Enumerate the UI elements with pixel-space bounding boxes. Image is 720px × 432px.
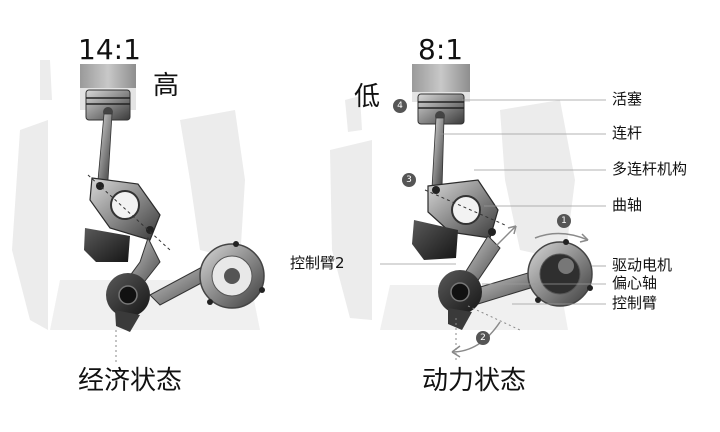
left-state-label: 经济状态 [78, 366, 183, 396]
label-piston: 活塞 [612, 90, 643, 108]
left-connecting-rod [97, 113, 113, 181]
right-counterweight [412, 220, 458, 260]
step-badge-2: 2 [476, 331, 490, 345]
left-drive-motor [199, 241, 265, 309]
step-badge-1: 1 [557, 214, 571, 228]
link-direction-arrow [495, 225, 517, 247]
label-control-arm: 控制臂 [612, 294, 658, 312]
step-badge-3: 3 [402, 173, 416, 187]
label-crankshaft: 曲轴 [612, 196, 643, 214]
leader-lines [380, 99, 606, 305]
left-eccentric-shaft [106, 273, 150, 332]
left-multi-link [87, 174, 171, 251]
right-compression-ratio: 8:1 [418, 33, 464, 66]
left-compression-ratio: 14:1 [78, 33, 141, 66]
label-eccentric-shaft: 偏心轴 [612, 274, 658, 292]
label-drive-motor: 驱动电机 [612, 256, 673, 274]
left-counterweight [84, 228, 130, 262]
left-engine-ghost [12, 60, 260, 330]
right-connecting-rod [431, 117, 445, 189]
right-eccentric-shaft [438, 270, 482, 330]
right-multi-link [424, 179, 506, 239]
right-engine-ghost [330, 96, 575, 330]
motor-rotation-arrow [534, 232, 589, 241]
eccentric-rotation-arrow [451, 321, 501, 353]
right-state-label: 动力状态 [422, 366, 527, 396]
label-connecting-rod: 连杆 [612, 124, 643, 142]
label-multi-link: 多连杆机构 [612, 160, 688, 178]
left-level-label: 高 [153, 71, 180, 101]
rotation-arrows [451, 225, 589, 358]
right-level-label: 低 [354, 82, 381, 112]
step-badge-4: 4 [393, 99, 407, 113]
label-control-arm-2: 控制臂2 [290, 254, 345, 272]
